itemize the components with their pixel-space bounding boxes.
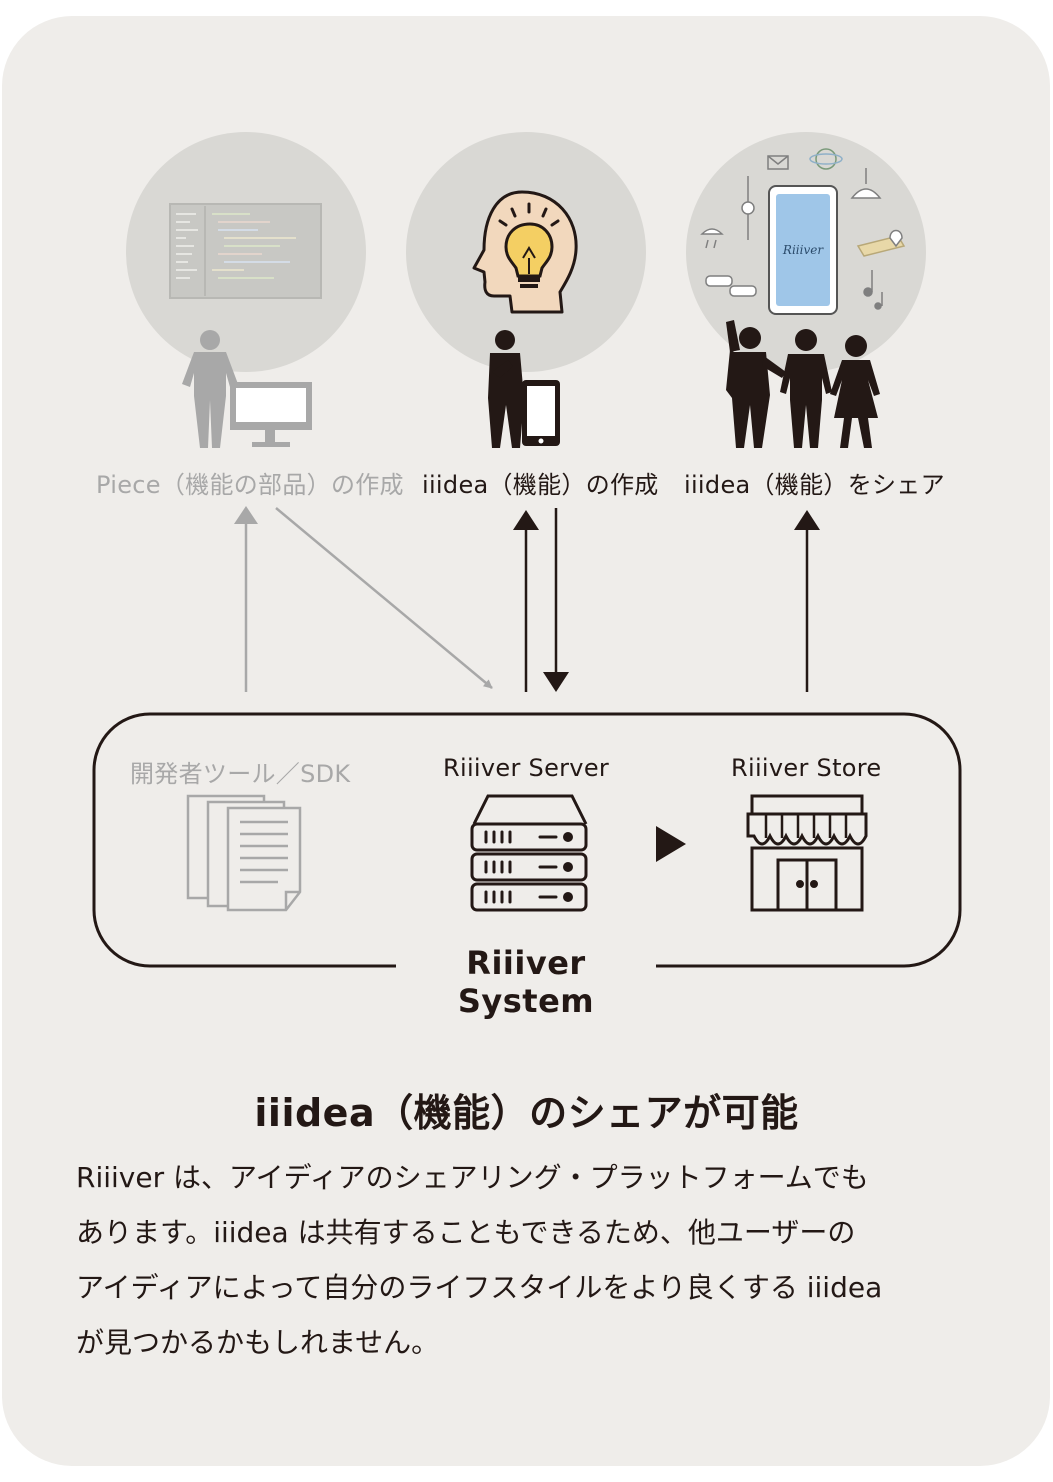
component-label-store: Riiiver Store bbox=[731, 754, 882, 782]
developer-illustration bbox=[126, 132, 366, 448]
arrows bbox=[234, 506, 820, 692]
pendant-lamp-icon bbox=[850, 168, 882, 199]
code-screen-icon bbox=[169, 203, 322, 299]
server-icon bbox=[470, 794, 588, 912]
component-label-sdk: 開発者ツール／SDK bbox=[130, 760, 351, 788]
map-pin-icon bbox=[856, 229, 906, 257]
description-line: Riiiver は、アイディアのシェアリング・プラットフォームでも bbox=[76, 1161, 869, 1194]
weather-icon bbox=[700, 228, 724, 249]
bubble-brand-text: Riiiver bbox=[782, 243, 824, 257]
group-people-icon bbox=[726, 320, 880, 448]
arrow-piece-to-server bbox=[275, 507, 493, 689]
share-illustration: Riiiver bbox=[686, 132, 926, 448]
tablet-icon bbox=[522, 380, 560, 446]
description-text: Riiiver は、アイディアのシェアリング・プラットフォームでも あります。i… bbox=[76, 1150, 996, 1370]
thinking-person-icon bbox=[488, 330, 524, 448]
music-notes-icon bbox=[863, 270, 883, 310]
section-heading: iiidea（機能）のシェアが可能 bbox=[254, 1091, 799, 1135]
description-line: アイディアによって自分のライフスタイルをより良くする iiidea bbox=[76, 1271, 883, 1304]
step-label-piece: Piece（機能の部品）の作成 bbox=[96, 471, 404, 499]
globe-icon bbox=[809, 148, 843, 170]
chat-bubbles-icon bbox=[705, 275, 757, 297]
store-icon bbox=[746, 794, 868, 912]
description-line: が見つかるかもしれません。 bbox=[76, 1326, 440, 1359]
component-label-server: Riiiver Server bbox=[443, 754, 610, 782]
envelope-icon bbox=[767, 155, 789, 170]
smartphone-icon: Riiiver bbox=[768, 185, 838, 315]
head-lightbulb-icon bbox=[472, 190, 578, 314]
documents-icon bbox=[186, 794, 302, 912]
step-label-create-iiidea: iiidea（機能）の作成 bbox=[422, 471, 659, 499]
step-label-share-iiidea: iiidea（機能）をシェア bbox=[684, 471, 945, 499]
description-line: あります。iiidea は共有することもできるため、他ユーザーの bbox=[76, 1216, 856, 1249]
system-name-label: Riiiver System bbox=[396, 944, 656, 1020]
wristwatch-icon bbox=[741, 176, 755, 240]
server-to-store-arrow-icon bbox=[656, 826, 686, 862]
developer-person-icon bbox=[182, 330, 238, 448]
idea-illustration bbox=[406, 132, 646, 448]
desktop-monitor-icon bbox=[230, 382, 312, 447]
